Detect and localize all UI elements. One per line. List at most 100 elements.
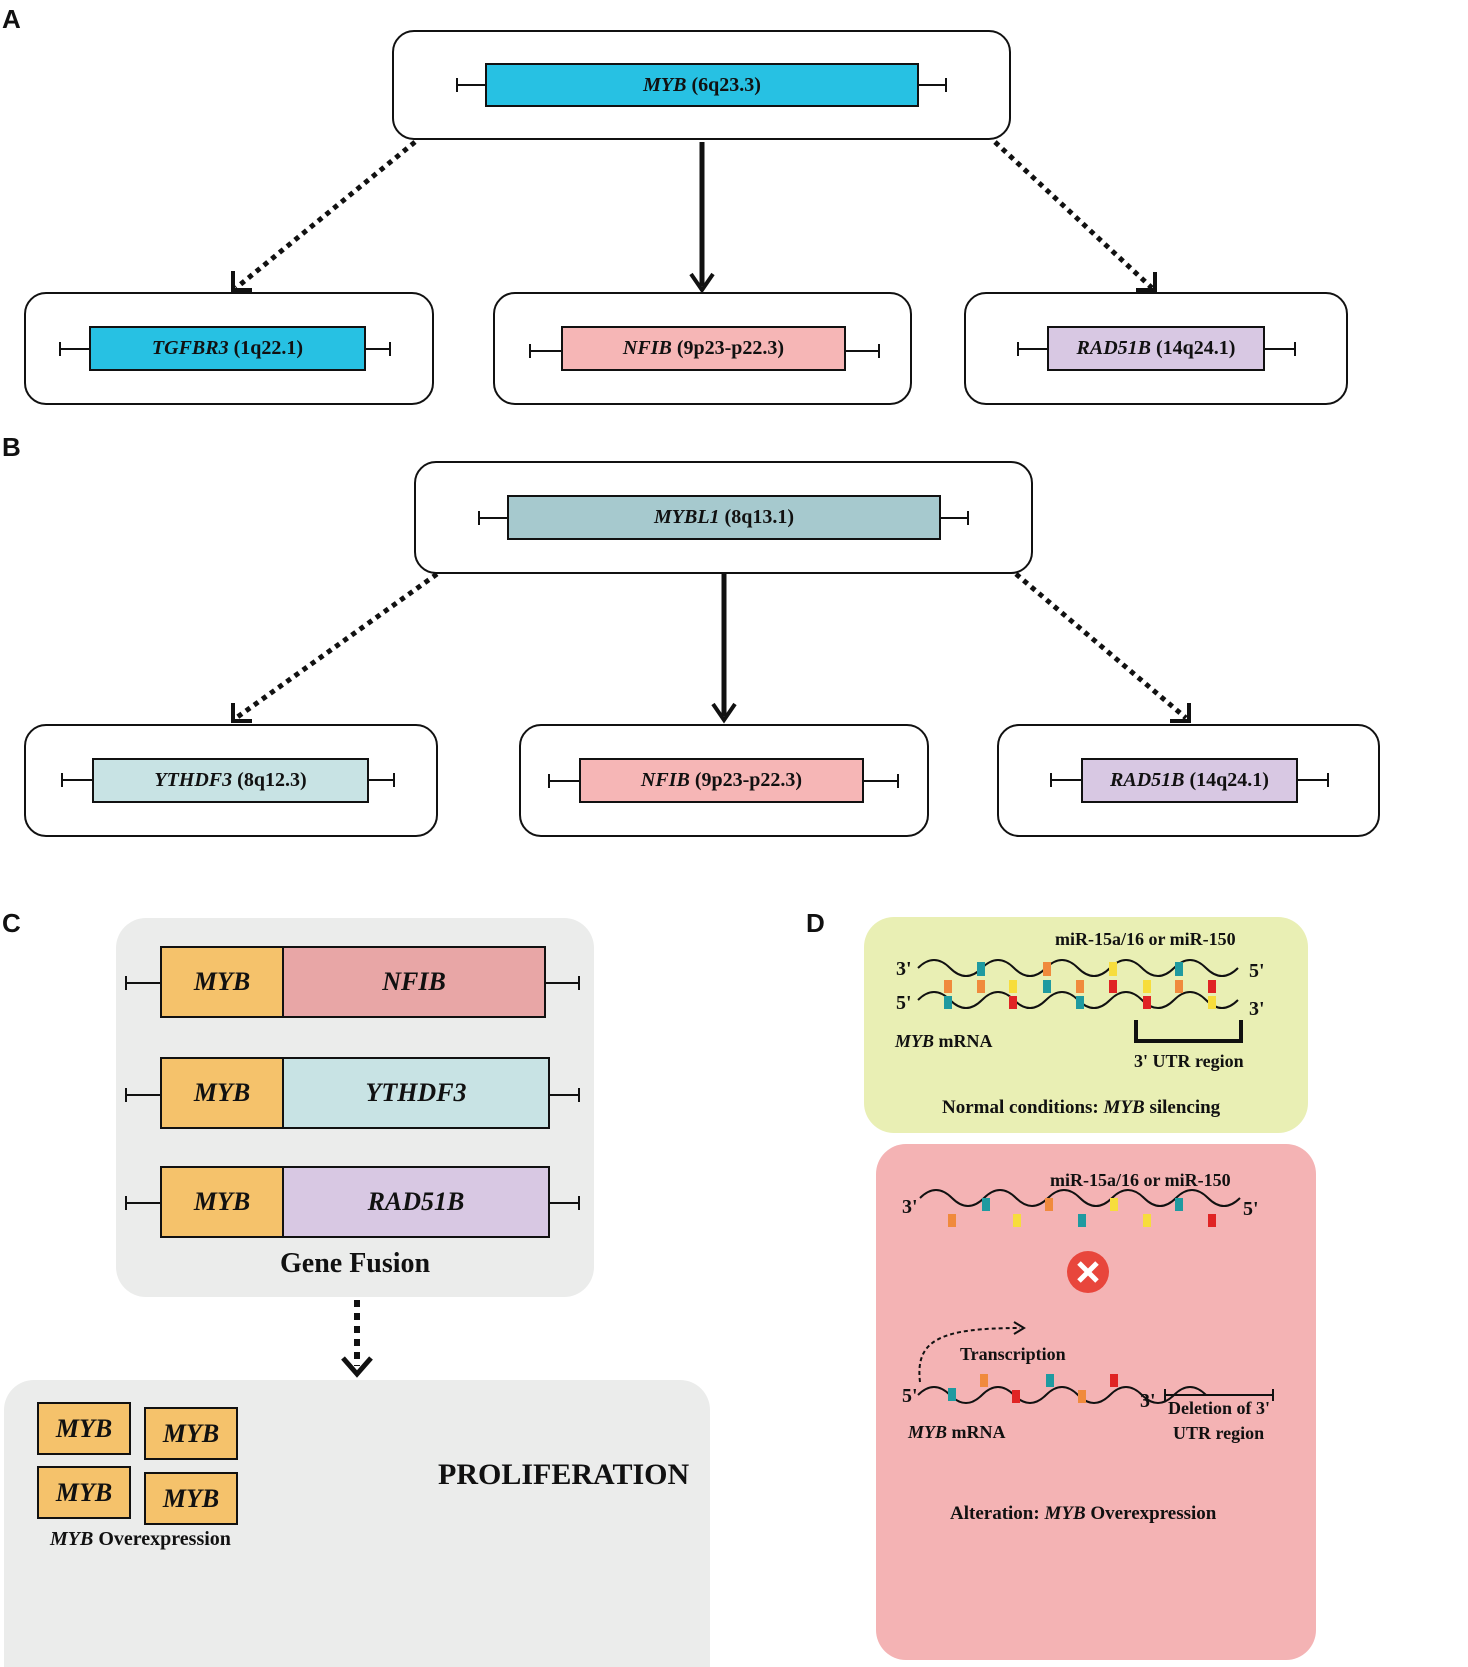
panel-label-a: A [2,4,21,34]
locus-tick-right [897,774,899,788]
gene-name: NFIB [640,769,690,791]
mrna-gene: MYB [895,1031,935,1051]
normal-caption: Normal conditions: MYB silencing [942,1097,1220,1119]
gene-locus: (9p23-p22.3) [694,769,803,791]
overexpression-text: Overexpression [98,1528,231,1550]
gene-bar-tgfbr3: TGFBR3(1q22.1) [89,326,366,371]
arrowhead-c-down [341,1356,373,1378]
gene-bar-rad51b: RAD51B(14q24.1) [1081,758,1298,803]
mirna-label: miR-15a/16 or miR-150 [1050,1170,1231,1190]
locus-tick-left [1017,342,1019,356]
locus-tick-left [61,773,63,787]
locus-tick-left [529,344,531,358]
strand-end-label: 5' [902,1385,918,1407]
deletion-label-line2: UTR region [1173,1423,1265,1443]
deletion-label-line1: Deletion of 3' [1168,1398,1270,1418]
mrna-strand [917,1386,1207,1404]
overexpression-gene: MYB [50,1528,94,1550]
arrowhead-a-center [689,272,715,294]
myb-protein-box: MYB [144,1407,238,1460]
utr-bracket [1134,1020,1243,1043]
locus-tick-right [389,342,391,356]
gene-fusion-title: Gene Fusion [280,1248,431,1279]
arrowhead-b-left [231,703,252,723]
myb-protein-box: MYB [37,1466,131,1519]
gene-bar-ythdf3: YTHDF3(8q12.3) [92,758,369,803]
fusion-tick-left [125,1088,127,1102]
gene-bar-nfib: NFIB(9p23-p22.3) [561,326,846,371]
locus-tick-right [1294,342,1296,356]
mrna-gene: MYB [908,1422,948,1442]
gene-name: RAD51B [1110,769,1185,791]
myb-protein-box: MYB [144,1472,238,1525]
fusion-tick-left [125,976,127,990]
gene-bar-mybl1: MYBL1(8q13.1) [507,495,941,540]
mirna-strand [919,1189,1241,1207]
mirna-strand [917,959,1239,977]
mrna-label: MYB mRNA [895,1031,993,1052]
gene-name: RAD51B [1076,337,1151,359]
strand-end-label: 5' [896,992,912,1014]
gene-locus: (6q23.3) [691,73,761,96]
mrna-bases [948,1374,1118,1403]
fusion-tick-right [578,1088,580,1102]
locus-tick-left [478,511,480,525]
transcription-arrow [918,1327,1021,1383]
alteration-caption: Alteration: MYB Overexpression [950,1503,1216,1525]
fusion-tick-right [578,1196,580,1210]
normal-conditions-panel [864,917,1308,1133]
gene-name: MYB [643,73,687,96]
fusion-segment-rad51b: RAD51B [282,1166,550,1238]
myb-protein-box: MYB [37,1402,131,1455]
locus-tick-right [945,78,947,92]
strand-end-label: 3' [902,1196,918,1218]
caption-suffix: Overexpression [1090,1503,1217,1524]
gene-bar-myb: MYB(6q23.3) [485,63,919,107]
strand-end-label: 5' [1243,1198,1259,1220]
locus-tick-left [59,342,61,356]
gene-name: TGFBR3 [151,337,229,359]
caption-prefix: Normal conditions: [942,1097,1099,1118]
locus-tick-right [967,511,969,525]
gene-name: YTHDF3 [154,769,233,791]
base-pairs [944,962,1216,1009]
panel-label-b: B [2,432,21,462]
mrna-text: mRNA [938,1031,993,1051]
fusion-tick-right [578,976,580,990]
caption-gene: MYB [1044,1503,1086,1524]
locus-tick-right [393,773,395,787]
caption-gene: MYB [1103,1097,1145,1118]
arrowhead-a-left [231,271,252,292]
arrow-a-left [234,140,417,290]
caption-prefix: Alteration: [950,1503,1040,1524]
gene-name: MYBL1 [653,506,720,528]
gene-locus: (14q24.1) [1189,769,1269,791]
fusion-segment-myb: MYB [160,1057,284,1129]
panel-label-c: C [2,908,21,938]
overexpression-label: MYB Overexpression [50,1528,231,1551]
gene-locus: (8q13.1) [724,506,794,528]
proliferation-label: PROLIFERATION [438,1458,690,1491]
mrna-text: mRNA [951,1422,1006,1442]
arrow-b-left [234,571,439,721]
utr-label: 3' UTR region [1134,1051,1244,1071]
gene-locus: (14q24.1) [1156,337,1236,359]
strand-end-label: 5' [1249,960,1265,982]
strand-end-label: 3' [1140,1390,1156,1412]
transcription-label: Transcription [960,1344,1066,1364]
arrowhead-b-center [711,702,737,724]
fusion-segment-myb: MYB [160,946,284,1018]
gene-bar-rad51b: RAD51B(14q24.1) [1047,326,1265,371]
locus-tick-right [1327,773,1329,787]
locus-tick-left [1050,773,1052,787]
strand-end-label: 3' [1249,998,1265,1020]
fusion-tick-left [125,1196,127,1210]
panel-label-d: D [806,908,825,938]
locus-tick-left [456,78,458,92]
gene-locus: (1q22.1) [233,337,304,359]
arrowhead-b-right [1170,703,1191,723]
gene-locus: (9p23-p22.3) [676,337,785,359]
gene-bar-nfib: NFIB(9p23-p22.3) [579,758,864,803]
caption-suffix: silencing [1149,1097,1221,1118]
locus-tick-left [548,774,550,788]
